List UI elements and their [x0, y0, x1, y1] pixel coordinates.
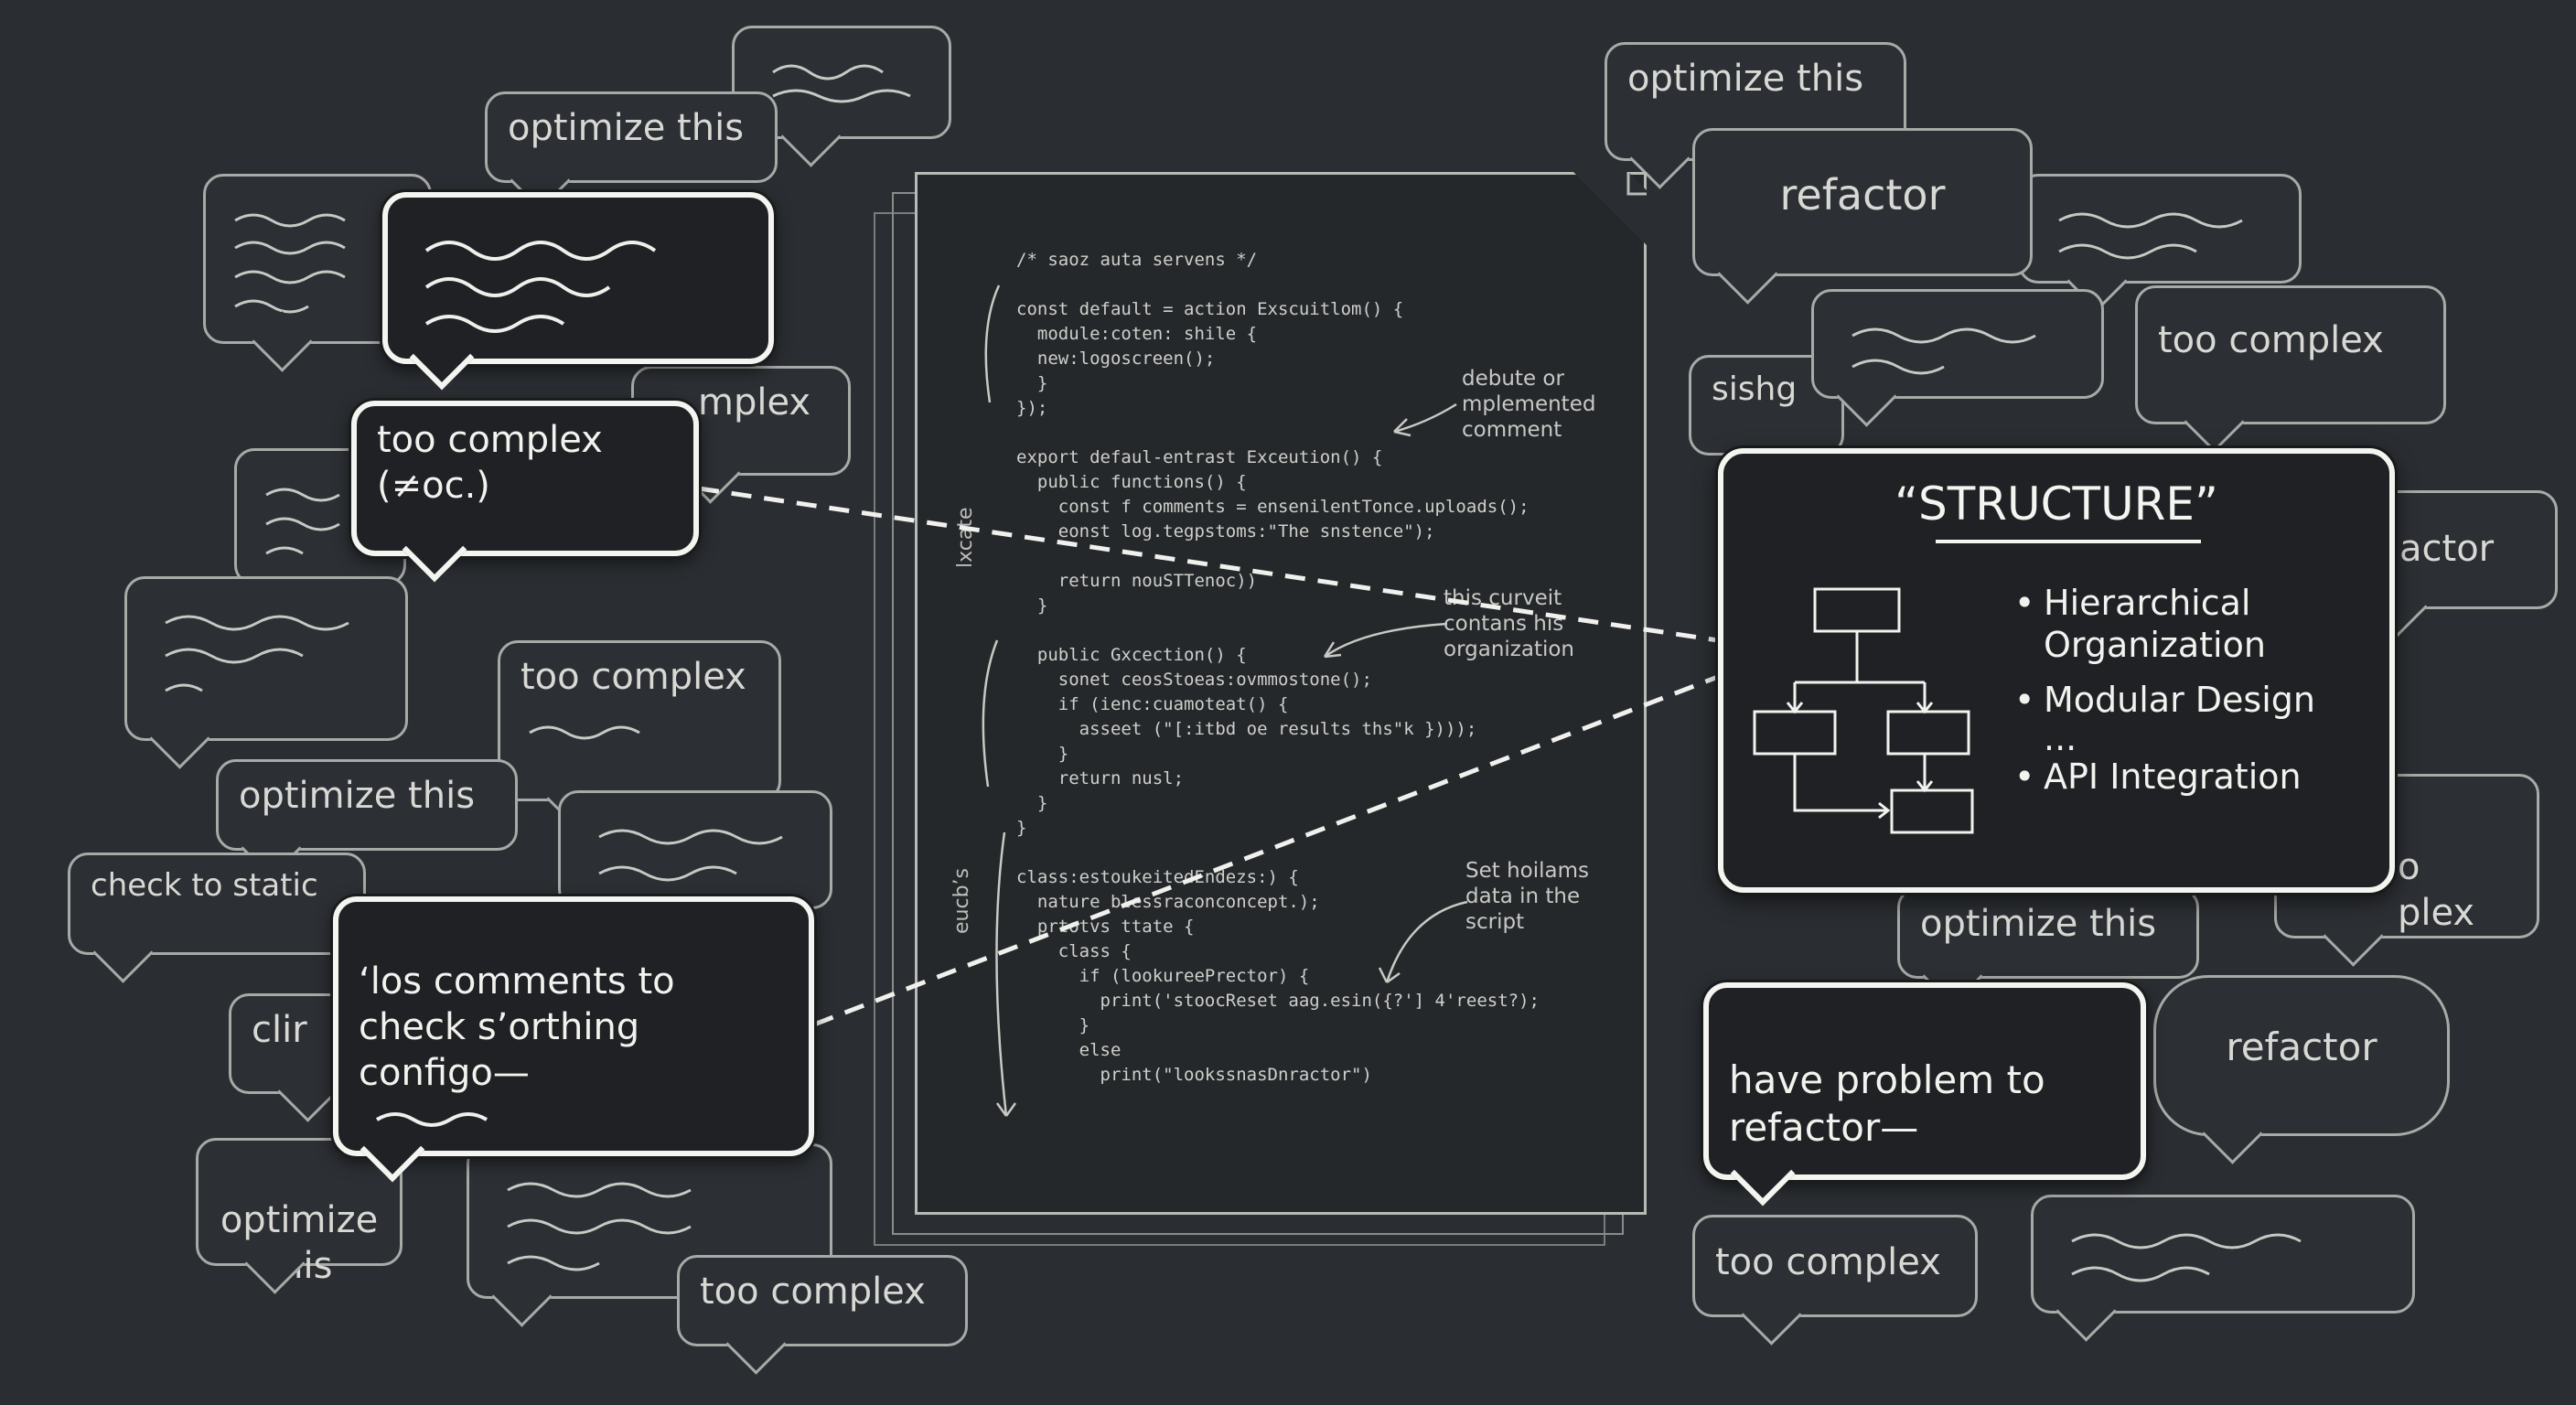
structure-title-underline [1936, 540, 2201, 543]
bubble-optimize-this-1: optimize this [485, 91, 778, 211]
bubble-too-complex-right: too complex [2135, 285, 2446, 453]
structure-title: “STRUCTURE” [1894, 477, 2218, 531]
bubble-text: refactor [1779, 170, 1946, 220]
hierarchy-diagram-icon [1753, 587, 1974, 834]
bubble-text: optimize this [508, 107, 745, 149]
bubble-text: too complex [377, 419, 603, 461]
bubble-comments-highlight: ‘los comments to check s’orthing configo… [333, 896, 814, 1183]
bubble-text: optimize this [239, 775, 476, 817]
connector-too-complex-to-structure [698, 486, 1719, 643]
scribble-bubble-right-1 [1811, 289, 2104, 427]
structure-bullet-list: Hierarchical Organization Modular Design… [2014, 582, 2315, 810]
bubble-text: too complex [1715, 1241, 1941, 1283]
scribble-bubble-left-4 [558, 790, 832, 938]
bubble-check-to-static: check to static [68, 853, 366, 983]
bubble-complex-partial: mplex [631, 366, 851, 504]
scribble-bubble-highlight-top [382, 192, 774, 391]
bubble-optimize-this-left: optimize this [216, 759, 518, 879]
bubble-have-problem-highlight: have problem to refactor— [1703, 982, 2146, 1207]
code-document: /* saoz auta servens */ const default = … [915, 172, 1647, 1215]
bubble-subtext: (≠oc.) [377, 465, 490, 507]
bubble-plex-partial: o plex [2274, 774, 2539, 967]
annotation-debute: debute or mplemented comment [1462, 367, 1596, 442]
bubble-text: ‘los comments to check s’orthing configo… [359, 960, 675, 1094]
scribble-bubble-top-right [2018, 174, 2302, 312]
bubble-too-complex-bottom: too complex [677, 1255, 968, 1375]
bubble-refactor-right: refactor [2153, 975, 2450, 1164]
arrow-debute [1393, 402, 1457, 434]
arrow-curveit [1324, 622, 1448, 659]
bubble-text: refactor [2226, 1024, 2377, 1069]
bubble-text: actor [2399, 528, 2495, 570]
scribble-bubble-bottom-right [2031, 1195, 2415, 1342]
bubble-text: too complex [2158, 319, 2384, 361]
bullet-hierarchical-organization: Hierarchical Organization [2014, 582, 2315, 666]
bubble-text: optimize this [1627, 58, 1864, 100]
bullet-ellipsis: ... [2044, 718, 2077, 758]
bubble-text: optimize this [1920, 903, 2157, 945]
code-listing: /* saoz auta servens */ const default = … [1016, 250, 1540, 1085]
bubble-text: o plex [2398, 846, 2475, 934]
bubble-too-complex-left: too complex [498, 640, 781, 830]
bubble-text: check to static [91, 867, 318, 904]
bubble-text: mplex [698, 381, 811, 424]
bubble-too-complex-bottom-right: too complex [1692, 1215, 1978, 1346]
connector-comments-to-structure [813, 674, 1719, 1027]
bubble-text: have problem to refactor— [1729, 1056, 2045, 1151]
bubble-text: too complex [521, 656, 746, 698]
arrow-set-hoilams [1385, 900, 1468, 983]
bubble-text: sishg [1712, 370, 1798, 408]
annotation-set-hoilams: Set hoilams data in the script [1465, 859, 1589, 934]
structure-panel: “STRUCTURE” Hierarchical Organization Mo… [1718, 448, 2395, 893]
bubble-refactor-top-right: refactor [1692, 128, 2033, 305]
bubble-text: too complex [700, 1271, 926, 1313]
bubble-too-complex-highlight: too complex (≠oc.) [351, 401, 699, 583]
bullet-api-integration: API Integration [2014, 756, 2315, 798]
bullet-modular-design: Modular Design [2014, 679, 2315, 721]
bubble-text: clir [252, 1009, 307, 1051]
page-fold-icon [1573, 172, 1647, 245]
scribble-bubble-bottom-left [467, 1143, 832, 1327]
scribble-bubble-left-3 [124, 576, 408, 769]
bubble-optimize-this-bottom-left: optimize this [196, 1138, 402, 1294]
